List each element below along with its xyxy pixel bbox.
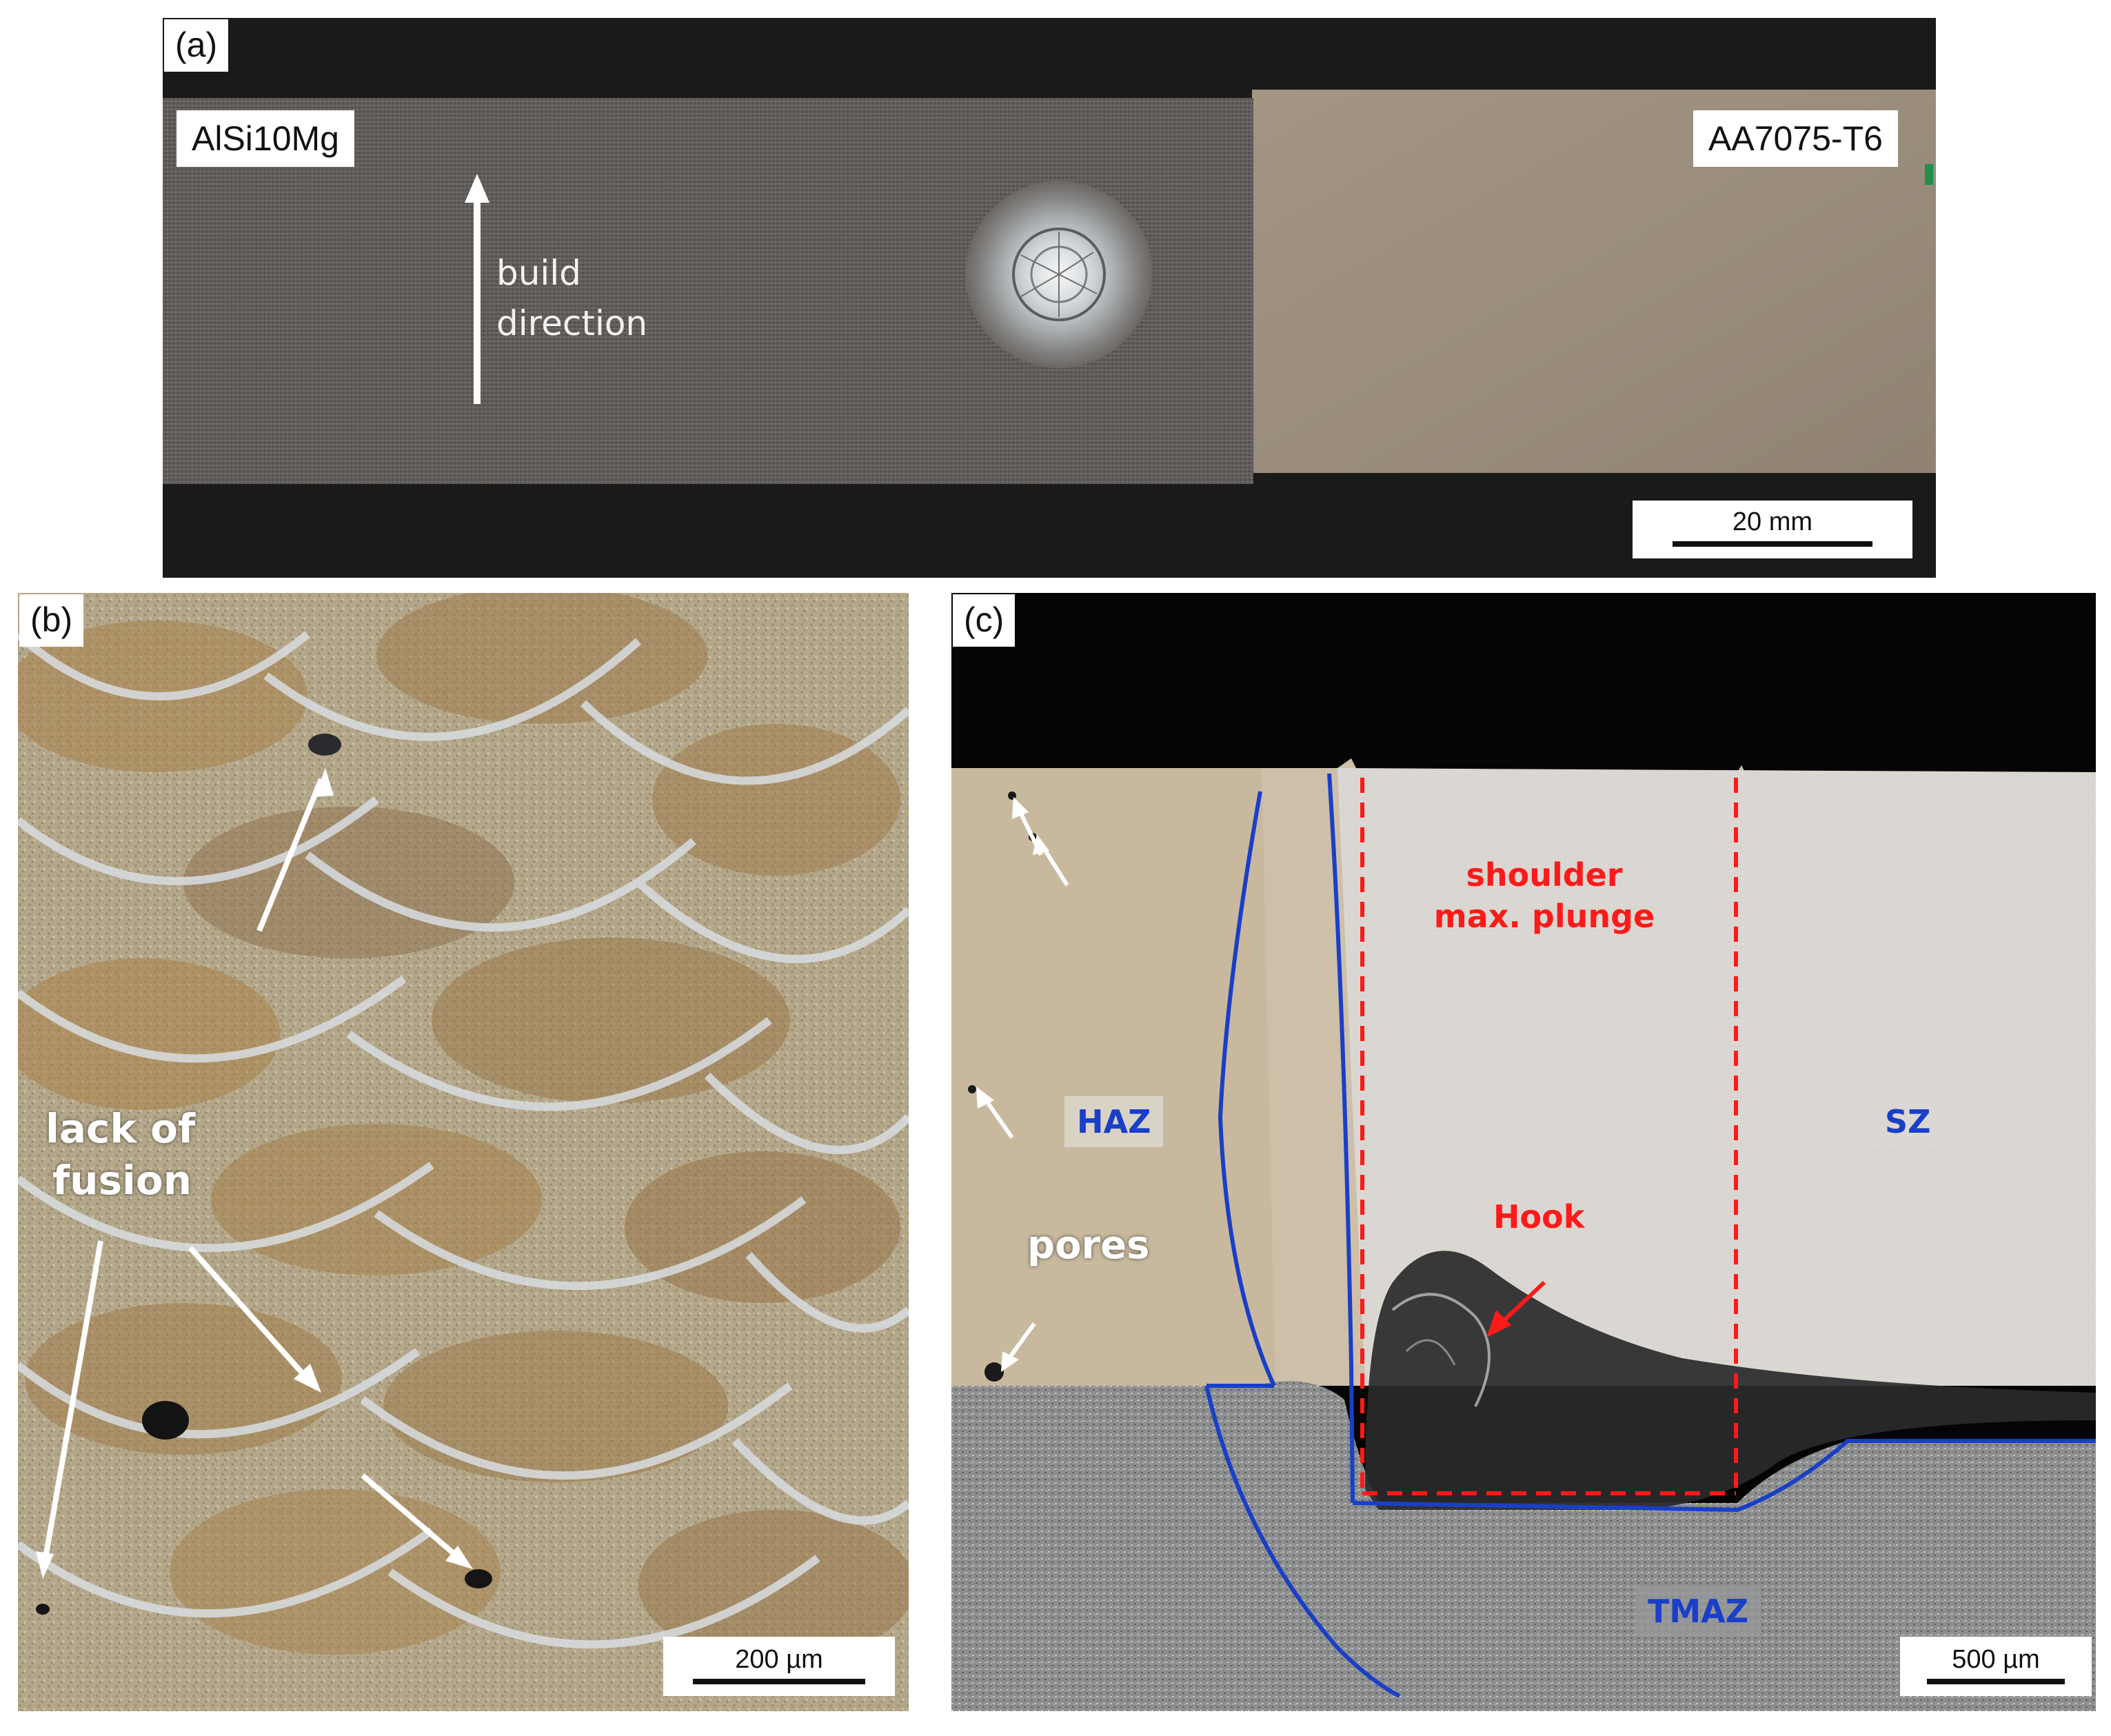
hook-label: Hook <box>1493 1198 1585 1235</box>
pores-label: pores <box>1027 1223 1150 1268</box>
scale-bar-a-line <box>1673 541 1872 547</box>
aa7075-label: AA7075-T6 <box>1693 110 1898 167</box>
build-direction-line1: build <box>496 253 581 293</box>
lack-of-fusion-line1: lack of <box>46 1105 196 1152</box>
scale-bar-b: 200 µm <box>663 1637 895 1696</box>
shoulder-line1: shoulder <box>1466 856 1623 894</box>
shoulder-line2: max. plunge <box>1433 897 1655 935</box>
lack-of-fusion-label: lack of fusion <box>46 1103 195 1207</box>
alsi10mg-label: AlSi10Mg <box>176 110 354 167</box>
panel-c-cross-section <box>951 593 2096 1711</box>
build-direction-line2: direction <box>496 303 648 343</box>
panel-b-tag: (b) <box>19 594 84 647</box>
tmaz-label: TMAZ <box>1635 1586 1761 1637</box>
scale-bar-c-text: 500 µm <box>1952 1645 2040 1674</box>
haz-label: HAZ <box>1064 1096 1164 1147</box>
scale-bar-b-text: 200 µm <box>735 1645 823 1674</box>
sz-label: SZ <box>1872 1096 1943 1147</box>
build-direction-label: build direction <box>496 248 647 348</box>
panel-a-tag: (a) <box>164 19 229 72</box>
panel-a-photo <box>163 18 1936 578</box>
panel-c-tag: (c) <box>953 594 1016 647</box>
scale-bar-a: 20 mm <box>1633 501 1912 558</box>
lack-of-fusion-line2: fusion <box>52 1157 192 1204</box>
scale-bar-b-line <box>693 1679 865 1684</box>
shoulder-max-plunge-label: shoulder max. plunge <box>1420 855 1668 938</box>
weld-cross-section-micrograph <box>951 593 2096 1711</box>
scale-bar-c-line <box>1927 1679 2065 1684</box>
melt-pool-micrograph <box>18 593 909 1711</box>
weld-coupon-photo <box>163 18 1936 578</box>
panel-b-micrograph <box>18 593 909 1711</box>
scale-bar-c: 500 µm <box>1900 1637 2092 1696</box>
scale-bar-a-text: 20 mm <box>1732 507 1813 536</box>
